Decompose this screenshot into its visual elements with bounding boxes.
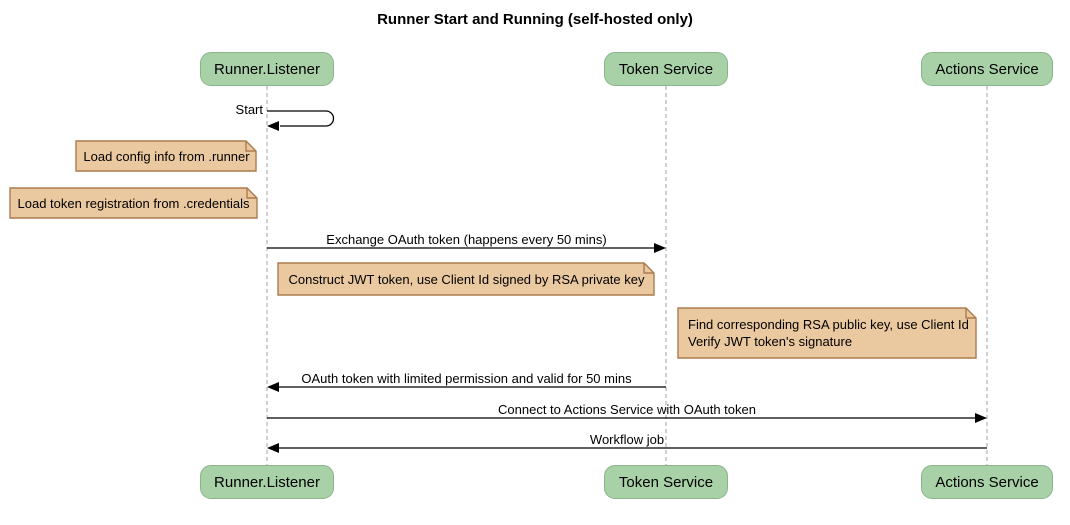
message-label-start: Start <box>235 102 263 117</box>
participant-label: Runner.Listener <box>214 473 320 491</box>
arrow-exchange-oauth <box>267 243 666 253</box>
note-construct-jwt: Construct JWT token, use Client Id signe… <box>288 271 645 287</box>
note-find-rsa-key: Find corresponding RSA public key, use C… <box>688 317 969 349</box>
participant-label: Runner.Listener <box>214 60 320 78</box>
note-shape-find-rsa-key <box>677 307 977 359</box>
message-label-workflow-job: Workflow job <box>589 432 665 447</box>
participant-actions-service-bottom: Actions Service <box>921 465 1053 499</box>
participant-token-service-top: Token Service <box>604 52 728 86</box>
diagram-title: Runner Start and Running (self-hosted on… <box>377 11 693 28</box>
message-label-connect-actions: Connect to Actions Service with OAuth to… <box>498 402 756 417</box>
message-label-exchange-oauth: Exchange OAuth token (happens every 50 m… <box>326 232 607 247</box>
participant-runner-listener-top: Runner.Listener <box>200 52 334 86</box>
note-shape-construct-jwt <box>277 262 655 296</box>
arrow-oauth-token-return <box>267 382 666 392</box>
arrow-workflow-job <box>267 443 987 453</box>
note-shape-load-config <box>75 140 257 172</box>
arrow-connect-actions <box>267 413 987 423</box>
participant-actions-service-top: Actions Service <box>921 52 1053 86</box>
participant-label: Actions Service <box>935 60 1039 78</box>
message-label-oauth-token-return: OAuth token with limited permission and … <box>301 371 632 386</box>
note-shape-load-token-registration <box>9 187 258 219</box>
note-load-token-registration: Load token registration from .credential… <box>17 195 250 211</box>
participant-label: Token Service <box>618 60 714 78</box>
participant-token-service-bottom: Token Service <box>604 465 728 499</box>
participant-label: Actions Service <box>935 473 1039 491</box>
participant-label: Token Service <box>618 473 714 491</box>
note-load-config: Load config info from .runner <box>83 148 250 164</box>
participant-runner-listener-bottom: Runner.Listener <box>200 465 334 499</box>
arrow-self-start <box>267 110 335 131</box>
